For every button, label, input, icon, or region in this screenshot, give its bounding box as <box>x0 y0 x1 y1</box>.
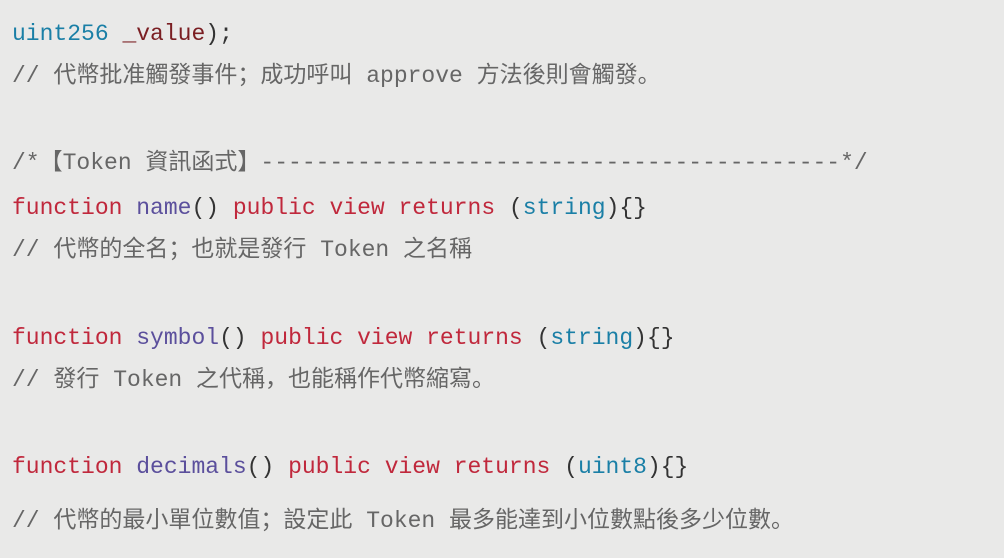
code-line: function decimals() public view returns … <box>12 452 688 482</box>
code-comment-line: // 發行 Token 之代稱，也能稱作代幣縮寫。 <box>12 365 495 395</box>
keyword: public view returns <box>260 325 523 351</box>
comment: /*【Token 資訊函式】--------------------------… <box>12 150 868 176</box>
code-comment-line: /*【Token 資訊函式】--------------------------… <box>12 148 868 178</box>
comment: // 代幣的最小單位數值；設定此 Token 最多能達到小位數點後多少位數。 <box>12 508 795 534</box>
function-name: name <box>136 195 192 221</box>
function-name: symbol <box>136 325 220 351</box>
punctuation <box>109 21 123 47</box>
punctuation: ); <box>205 21 233 47</box>
punctuation: ( <box>550 454 578 480</box>
keyword: public view returns <box>288 454 551 480</box>
variable-name: _value <box>122 21 206 47</box>
keyword: public view returns <box>232 195 496 221</box>
code-comment-line: // 代幣的最小單位數值；設定此 Token 最多能達到小位數點後多少位數。 <box>12 506 794 536</box>
punctuation: ){} <box>605 195 647 221</box>
punctuation: () <box>219 325 261 351</box>
comment: // 代幣批准觸發事件；成功呼叫 approve 方法後則會觸發。 <box>12 63 661 89</box>
comment: // 代幣的全名；也就是發行 Token 之名稱 <box>12 237 473 263</box>
code-line: function name() public view returns (str… <box>12 193 647 223</box>
keyword: function <box>12 195 123 221</box>
type-name: string <box>522 195 606 221</box>
code-comment-line: // 代幣的全名；也就是發行 Token 之名稱 <box>12 235 472 265</box>
comment: // 發行 Token 之代稱，也能稱作代幣縮寫。 <box>12 367 496 393</box>
punctuation: () <box>246 454 289 480</box>
punctuation: () <box>191 195 233 221</box>
punctuation <box>122 195 136 221</box>
code-comment-line: // 代幣批准觸發事件；成功呼叫 approve 方法後則會觸發。 <box>12 61 661 91</box>
type-name: uint8 <box>577 454 647 480</box>
type-name: string <box>550 325 634 351</box>
punctuation <box>122 454 136 480</box>
code-line: function symbol() public view returns (s… <box>12 323 675 353</box>
punctuation <box>122 325 136 351</box>
keyword: function <box>12 454 123 480</box>
type-name: uint256 <box>12 21 109 47</box>
punctuation: ){} <box>646 454 689 480</box>
code-line: uint256 _value); <box>12 19 233 49</box>
punctuation: ( <box>495 195 523 221</box>
punctuation: ( <box>522 325 551 351</box>
keyword: function <box>12 325 123 351</box>
punctuation: ){} <box>633 325 675 351</box>
function-name: decimals <box>136 454 247 480</box>
